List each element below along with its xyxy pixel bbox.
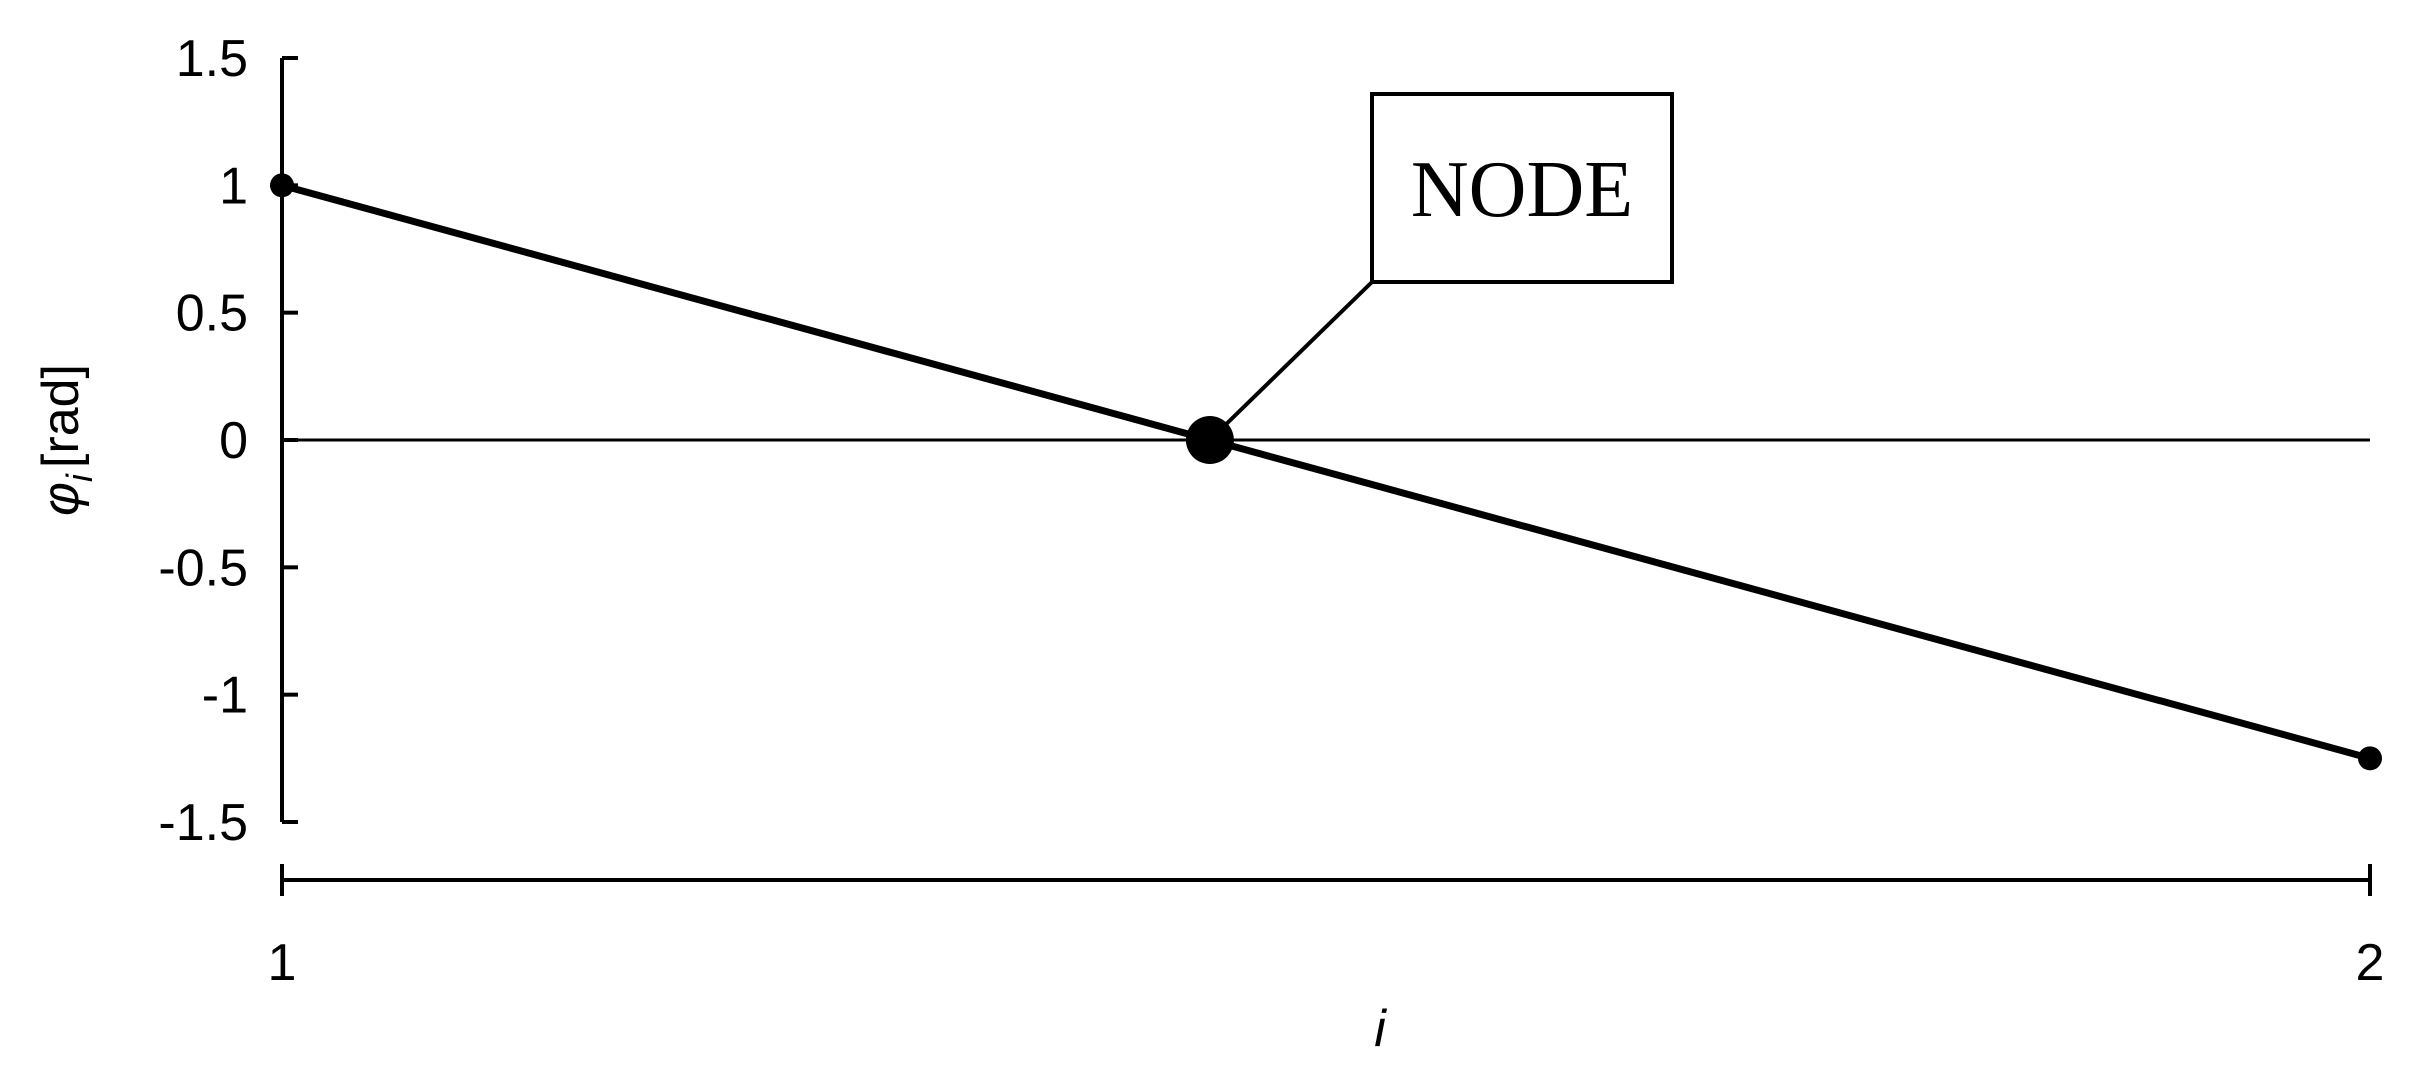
node-marker (1185, 416, 1234, 464)
y-tick-label: 1.5 (176, 30, 248, 88)
callout-box (1370, 92, 1674, 284)
data-point (270, 173, 294, 198)
x-tick-label: 1 (268, 934, 297, 992)
y-tick-label: 1 (219, 157, 248, 215)
plot-area (270, 173, 2382, 771)
y-tick-label: 0.5 (176, 285, 248, 343)
series-line (281, 181, 2371, 762)
callout-label: NODE (1411, 146, 1633, 234)
x-axis-title: i (1374, 1000, 1387, 1058)
y-axis-title-unit: [rad] (32, 364, 90, 468)
y-tick-label: 0 (219, 412, 248, 470)
y-tick-label: -1 (202, 667, 248, 725)
axis-titles: φi[rad] i (32, 364, 1387, 1058)
y-axis-title: φi [rad] (32, 364, 100, 516)
node-annotation: NODE (1185, 92, 1674, 464)
y-tick-label: -1.5 (158, 794, 248, 852)
callout-leader-line (1208, 280, 1374, 442)
y-axis-title-symbol: φ (32, 482, 90, 516)
y-axis-title-subscript: i (59, 473, 100, 482)
data-point (2358, 746, 2382, 771)
y-axis: 1.5 1 0.5 0 -0.5 -1 -1.5 (158, 30, 2370, 852)
x-tick-label: 2 (2356, 934, 2385, 992)
y-tick-label: -0.5 (158, 539, 248, 597)
